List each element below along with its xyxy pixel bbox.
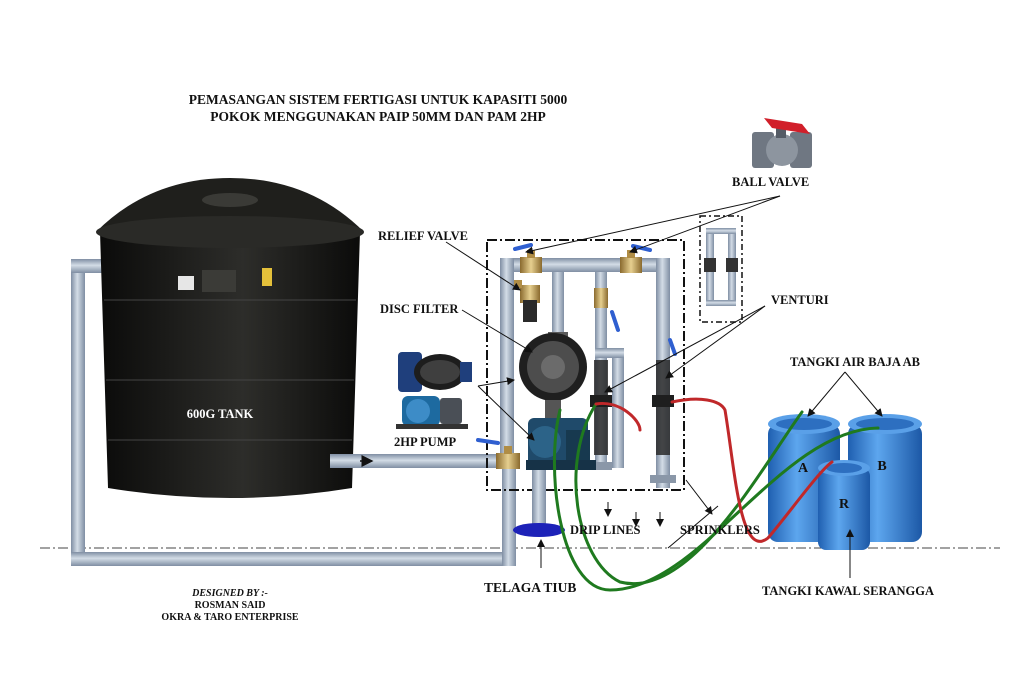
venturi-inset bbox=[699, 215, 743, 323]
designer-name: ROSMAN SAID bbox=[195, 600, 266, 611]
ball-valve-label: BALL VALVE bbox=[732, 175, 809, 189]
venturi-injector-right bbox=[652, 360, 674, 455]
water-tank: 600G TANK bbox=[96, 178, 364, 498]
gate-valve-side[interactable] bbox=[594, 288, 620, 332]
venturi-label: VENTURI bbox=[771, 293, 829, 307]
gate-valve-bottom[interactable] bbox=[476, 438, 520, 469]
relief-valve[interactable] bbox=[514, 280, 540, 322]
tank-outlet-pipe bbox=[330, 454, 510, 468]
tank-warning-label bbox=[262, 268, 272, 286]
disc-filter-label: DISC FILTER bbox=[380, 302, 459, 316]
tangki-kawal-label: TANGKI KAWAL SERANGGA bbox=[762, 584, 934, 598]
drum-r: R bbox=[818, 460, 870, 550]
green-hose-1 bbox=[574, 402, 804, 586]
tank-sticker bbox=[178, 276, 194, 290]
designed-by-label: DESIGNED BY :- bbox=[191, 588, 268, 599]
relief-valve-label: RELIEF VALVE bbox=[378, 229, 468, 243]
tank-label: 600G TANK bbox=[187, 407, 254, 421]
disc-filter bbox=[519, 332, 587, 418]
title-line-1: PEMASANGAN SISTEM FERTIGASI UNTUK KAPASI… bbox=[189, 92, 568, 107]
tangki-air-baja-label: TANGKI AIR BAJA AB bbox=[790, 355, 920, 369]
drum-a-label: A bbox=[798, 461, 809, 476]
pointer-lines bbox=[445, 195, 883, 578]
control-unit-boundary bbox=[486, 239, 685, 491]
pump-label: 2HP PUMP bbox=[394, 435, 457, 449]
title-line-2: POKOK MENGGUNAKAN PAIP 50MM DAN PAM 2HP bbox=[210, 109, 545, 124]
green-hose-2 bbox=[552, 408, 880, 592]
valve-handle-icon[interactable] bbox=[668, 338, 677, 356]
pump-filter-icon bbox=[396, 352, 472, 429]
telaga-tiub-label: TELAGA TIUB bbox=[484, 580, 576, 595]
sprinklers-label: SPRINKLERS bbox=[680, 523, 760, 537]
red-hose bbox=[670, 397, 834, 543]
ball-valve-icon bbox=[752, 118, 812, 168]
tube-well bbox=[513, 470, 565, 537]
valve-handle-icon[interactable] bbox=[513, 243, 533, 251]
return-pipe bbox=[71, 259, 516, 566]
valve-handle-icon[interactable] bbox=[610, 310, 620, 332]
well-cap bbox=[513, 523, 565, 537]
red-hose-short bbox=[594, 402, 642, 432]
hoses bbox=[552, 397, 880, 592]
gate-valve-right[interactable] bbox=[668, 338, 677, 356]
tank-logo bbox=[202, 270, 236, 292]
drip-lines-label: DRIP LINES bbox=[570, 523, 641, 537]
drum-r-label: R bbox=[839, 497, 850, 512]
valve-handle-icon[interactable] bbox=[476, 438, 500, 445]
drum-b-label: B bbox=[877, 459, 886, 474]
designer-company: OKRA & TARO ENTERPRISE bbox=[161, 612, 298, 623]
